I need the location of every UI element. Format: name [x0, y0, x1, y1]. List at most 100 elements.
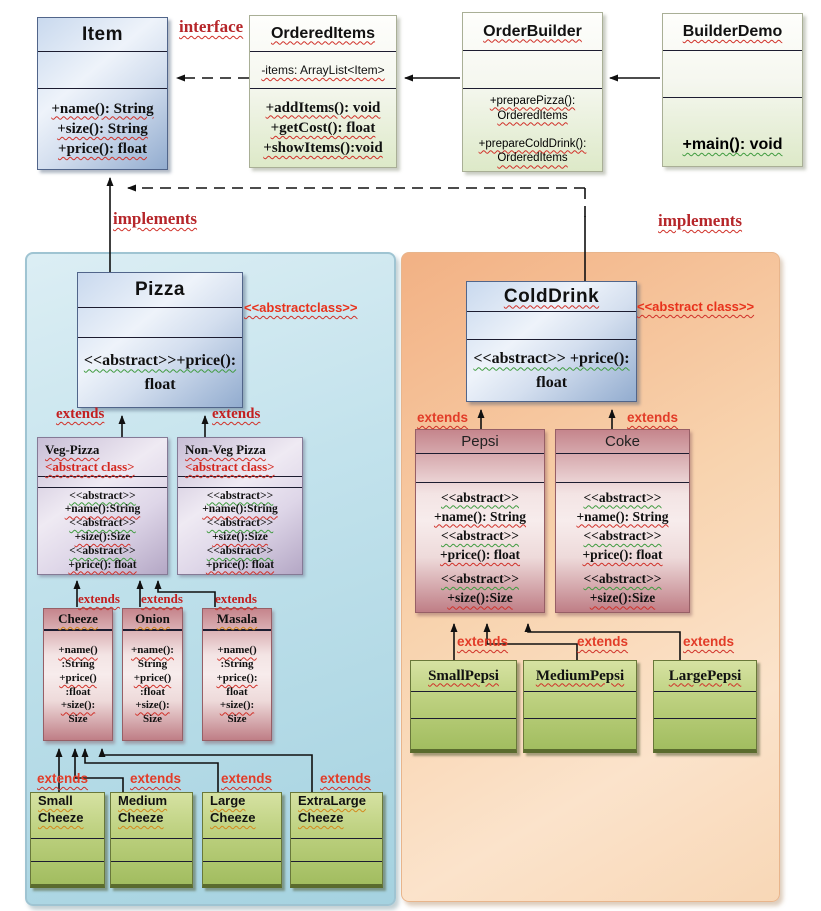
extralargecheeze-methods-empty — [291, 862, 382, 884]
builderdemo-methods: +main(): void — [663, 98, 802, 166]
extends-label-extralargecheeze: extends — [320, 771, 372, 786]
method-line: <<abstract>> — [583, 489, 662, 505]
extends-label-nonvegpizza: extends — [212, 406, 261, 422]
method-line: +getCost(): float — [270, 119, 376, 136]
method-line: +name() — [58, 644, 98, 657]
method-line: Size — [227, 713, 247, 725]
method-line: +size(): String — [57, 120, 148, 137]
class-title-largecheeze: Large Cheeze — [203, 793, 281, 839]
smallpepsi-methods-empty — [411, 719, 516, 749]
class-box-item: Item +name(): String +size(): String +pr… — [37, 17, 168, 170]
class-box-masala: Masala +name() :String +price(): float +… — [202, 608, 272, 741]
coke-attributes-empty — [556, 454, 689, 483]
colddrink-methods: <<abstract>> +price(): float — [467, 340, 636, 401]
class-box-colddrink: ColdDrink <<abstract>> +price(): float — [466, 281, 637, 402]
method-line: <<abstract>> — [440, 489, 519, 505]
method-line: +name(): String — [576, 508, 669, 524]
extends-label-smallpepsi: extends — [457, 634, 509, 649]
method-line: +price(): float — [58, 141, 147, 158]
class-box-mediumcheeze: Medium Cheeze — [110, 792, 193, 888]
attribute-line: -items: ArrayList<Item> — [261, 63, 385, 77]
class-box-pizza: Pizza <<abstract>>+price(): float — [77, 272, 243, 408]
class-title-masala: Masala — [203, 609, 271, 631]
extends-label-onion: extends — [141, 591, 183, 606]
interface-label: interface — [179, 17, 244, 36]
extends-label-vegpizza: extends — [56, 406, 105, 422]
method-line: <<abstract>> — [583, 571, 662, 587]
method-line: <<abstract>> — [69, 517, 136, 530]
method-line: +name():String — [202, 503, 278, 516]
pizza-attributes-empty — [78, 308, 242, 338]
extends-label-largepepsi: extends — [683, 634, 735, 649]
method-line: +size(): — [60, 699, 96, 712]
extends-label-mediumpepsi: extends — [577, 634, 629, 649]
method-line: OrderedItems — [497, 152, 568, 165]
largepepsi-methods-empty — [654, 719, 756, 749]
method-line: +size(): — [135, 699, 170, 712]
method-line: Size — [143, 713, 162, 725]
colddrink-attributes-empty — [467, 312, 636, 340]
method-line: +name(): String — [51, 100, 154, 117]
method-line: <<abstract>> — [69, 489, 136, 502]
method-line: <<abstract>> — [440, 571, 519, 587]
method-line: <<abstract>>+price(): — [83, 352, 237, 370]
extends-label-coke: extends — [627, 410, 679, 425]
class-title-onion: Onion — [123, 609, 182, 631]
method-line: +price(): float — [205, 558, 275, 571]
method-line: +price(): float — [68, 558, 137, 571]
method-line: +name() — [217, 644, 257, 657]
method-line: <<abstract>> — [583, 527, 662, 543]
method-line: <<abstract>> +price(): — [473, 350, 630, 368]
class-title-ordereditems: OrderedItems — [250, 16, 396, 52]
method-line: +addItems(): void — [265, 99, 381, 116]
class-title-cheeze: Cheeze — [44, 609, 112, 631]
pepsi-methods: <<abstract>> +name(): String <<abstract>… — [416, 483, 544, 612]
item-methods: +name(): String +size(): String +price()… — [38, 89, 167, 169]
class-box-builderdemo: BuilderDemo +main(): void — [662, 13, 803, 167]
method-line: +showItems():void — [263, 140, 383, 157]
extends-label-largecheeze: extends — [221, 771, 273, 786]
method-line: +size():Size — [74, 531, 131, 543]
largecheeze-methods-empty — [203, 862, 281, 884]
pizza-stereotype-label: <<abstractclass>> — [244, 300, 358, 315]
extends-label-pepsi: extends — [417, 410, 469, 425]
method-line: <<abstract>> — [440, 527, 519, 543]
largecheeze-attributes-empty — [203, 839, 281, 862]
pepsi-attributes-empty — [416, 454, 544, 483]
class-title-mediumcheeze: Medium Cheeze — [111, 793, 192, 839]
ordereditems-attributes: -items: ArrayList<Item> — [250, 52, 396, 89]
class-box-vegpizza: Veg-Pizza<abstract class> <<abstract>> +… — [37, 437, 168, 575]
mediumpepsi-methods-empty — [524, 719, 636, 749]
mediumcheeze-methods-empty — [111, 862, 192, 884]
class-title-nonvegpizza: Non-Veg Pizza <abstract class> — [178, 438, 302, 477]
method-line: +size():Size — [212, 531, 268, 543]
method-line: +prepareColdDrink(): — [478, 137, 587, 150]
class-box-mediumpepsi: MediumPepsi — [523, 660, 637, 753]
item-attributes-empty — [38, 52, 167, 89]
method-line: :String — [220, 658, 254, 670]
colddrink-stereotype-label: <<abstract class>> — [637, 299, 755, 314]
method-line: +name():String — [64, 503, 141, 516]
class-box-smallcheeze: Small Cheeze — [30, 792, 105, 888]
class-box-largecheeze: Large Cheeze — [202, 792, 282, 888]
orderbuilder-methods: +preparePizza(): OrderedItems +prepareCo… — [463, 89, 602, 171]
method-line: +main(): void — [682, 136, 783, 153]
method-line: :float — [139, 685, 166, 698]
class-box-extralargecheeze: ExtraLarge Cheeze — [290, 792, 383, 888]
class-title-extralargecheeze: ExtraLarge Cheeze — [291, 793, 382, 839]
class-box-pepsi: Pepsi <<abstract>> +name(): String <<abs… — [415, 429, 545, 613]
smallpepsi-attributes-empty — [411, 692, 516, 719]
method-line: <<abstract>> — [206, 489, 274, 502]
class-title-colddrink: ColdDrink — [467, 282, 636, 312]
extends-label-masala: extends — [215, 591, 257, 606]
method-line: :String — [61, 658, 95, 670]
orderbuilder-attributes-empty — [463, 51, 602, 89]
class-box-onion: Onion +name(): String +price() :float +s… — [122, 608, 183, 741]
method-line: +size():Size — [447, 590, 513, 606]
method-line: OrderedItems — [497, 109, 568, 122]
class-box-nonvegpizza: Non-Veg Pizza <abstract class> <<abstrac… — [177, 437, 303, 575]
class-title-coke: Coke — [556, 430, 689, 454]
builderdemo-attributes-empty — [663, 51, 802, 98]
smallcheeze-attributes-empty — [31, 839, 104, 862]
class-title-mediumpepsi: MediumPepsi — [524, 661, 636, 692]
